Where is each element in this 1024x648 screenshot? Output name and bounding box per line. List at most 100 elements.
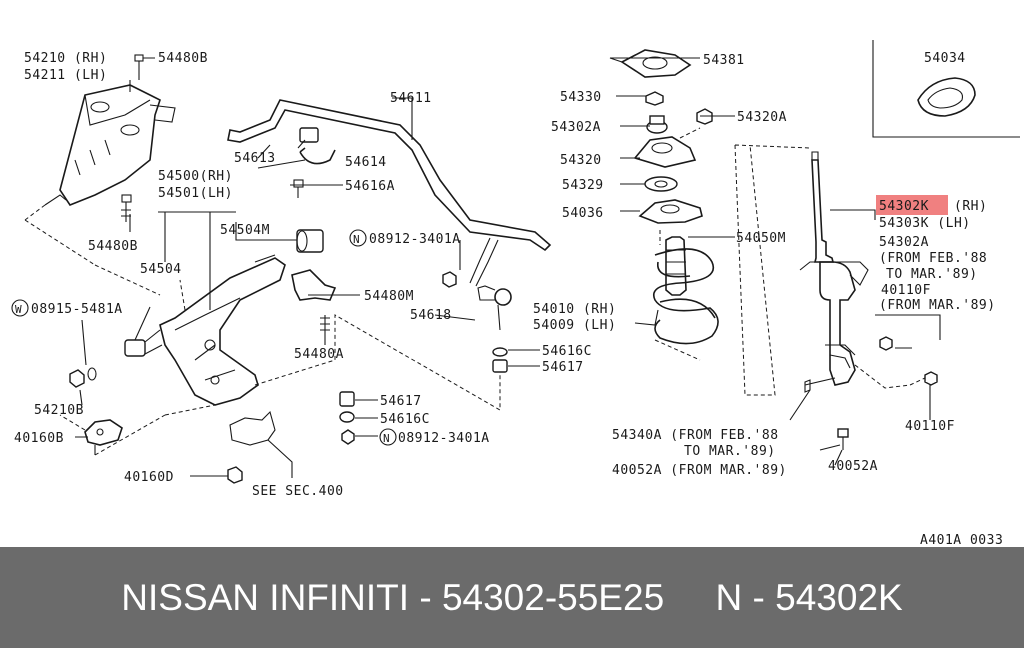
bolt-54616A — [293, 179, 304, 198]
marker-n-2: N — [379, 428, 397, 446]
label-54504M: 54504M — [220, 223, 270, 238]
bushing-54613 — [299, 127, 319, 143]
nut-54330 — [645, 91, 664, 106]
leader-lines — [75, 57, 941, 478]
parts-54617-stack — [339, 391, 355, 445]
dash-strut-nut — [854, 364, 926, 389]
label-54480B-top: 54480B — [158, 51, 208, 66]
bracket-54210 — [44, 84, 176, 206]
label-54010: 54010 (RH) — [533, 302, 616, 317]
label-54501: 54501(LH) — [158, 186, 233, 201]
see-sec-400-part — [229, 410, 276, 446]
bolt-54340A — [804, 377, 849, 450]
svg-text:W: W — [15, 303, 22, 316]
strut-54302K — [799, 151, 869, 386]
seal-54034 — [917, 77, 976, 117]
label-54611: 54611 — [390, 91, 432, 106]
nut-40110F — [879, 336, 938, 386]
label-54320: 54320 — [560, 153, 602, 168]
inset-frame — [872, 40, 1020, 138]
diagram-code: A401A 0033 — [920, 533, 1003, 547]
label-40110F-a: 40110F — [881, 283, 931, 298]
label-40160B: 40160B — [14, 431, 64, 446]
bolt-54480B-bottom — [121, 194, 132, 222]
label-54302K: 54302K — [879, 199, 929, 214]
nut-08912-top — [442, 271, 457, 288]
marker-n-1: N — [349, 229, 367, 247]
label-54340A: 54340A (FROM FEB.'88 — [612, 428, 779, 443]
label-54480B-bottom: 54480B — [88, 239, 138, 254]
nut-54210B — [69, 367, 97, 388]
coil-spring-54010 — [653, 248, 719, 345]
label-54330: 54330 — [560, 90, 602, 105]
lower-arm-54500 — [159, 254, 286, 406]
svg-text:N: N — [383, 432, 390, 445]
label-54616A: 54616A — [345, 179, 395, 194]
label-54616C-bottom: 54616C — [380, 412, 430, 427]
label-54616C-right: 54616C — [542, 344, 592, 359]
seat-54036 — [638, 199, 703, 224]
label-54211: 54211 (LH) — [24, 68, 107, 83]
dash-mount — [679, 127, 701, 139]
parts-diagram: N W N 54210 (RH) 54211 (LH) 54480B 54480… — [11, 40, 1020, 547]
label-54036: 54036 — [562, 206, 604, 221]
stabilizer-bar-54611 — [227, 99, 552, 287]
bolt-54480B-top — [134, 54, 144, 80]
label-40110F-b: 40110F — [905, 419, 955, 434]
label-54617-right: 54617 — [542, 360, 584, 375]
label-40052A-left: 40052A (FROM MAR.'89) — [612, 463, 787, 478]
bushing-54504M — [296, 229, 324, 253]
dash-lower-right — [254, 314, 501, 411]
parts-54616C-54617-right — [492, 347, 508, 373]
highlight-54302K — [876, 195, 948, 215]
label-54340A-b: TO MAR.'89) — [684, 444, 776, 459]
label-54302K-rh: (RH) — [954, 199, 987, 214]
label-08915: 08915-5481A — [31, 302, 123, 317]
mount-54320 — [633, 136, 697, 168]
label-54329: 54329 — [562, 178, 604, 193]
label-54009: 54009 (LH) — [533, 318, 616, 333]
label-54480A: 54480A — [294, 347, 344, 362]
label-54504: 54504 — [140, 262, 182, 277]
label-54617-bottom: 54617 — [380, 394, 422, 409]
dash-spring — [654, 230, 701, 361]
nut-40160D — [227, 466, 243, 484]
bearing-54329 — [644, 176, 678, 192]
svg-text:N: N — [353, 233, 360, 246]
label-54614: 54614 — [345, 155, 387, 170]
insulator-54381 — [620, 49, 692, 78]
label-54500: 54500(RH) — [158, 169, 233, 184]
label-54302A-top: 54302A — [551, 120, 601, 135]
label-54618: 54618 — [410, 308, 452, 323]
label-to-mar89: TO MAR.'89) — [886, 267, 978, 282]
label-08912-a: 08912-3401A — [369, 232, 461, 247]
bolt-54480A — [320, 315, 330, 340]
dash-bracket — [24, 204, 161, 296]
label-54210B: 54210B — [34, 403, 84, 418]
dash-strut-group — [734, 144, 811, 396]
clamp-54614 — [299, 147, 336, 165]
label-from-mar89: (FROM MAR.'89) — [879, 298, 996, 313]
label-54613: 54613 — [234, 151, 276, 166]
label-54480M: 54480M — [364, 289, 414, 304]
dash-lower-left — [59, 404, 216, 456]
label-54210: 54210 (RH) — [24, 51, 107, 66]
footer-bar: NISSAN INFINITI - 54302-55E25 N - 54302K — [0, 547, 1024, 648]
label-54381: 54381 — [703, 53, 745, 68]
label-54303K: 54303K (LH) — [879, 216, 971, 231]
label-54320A: 54320A — [737, 110, 787, 125]
label-from-feb88: (FROM FEB.'88 — [879, 251, 987, 266]
dash-arm — [179, 279, 186, 311]
link-54618 — [477, 285, 512, 331]
bushing-54504 — [124, 329, 163, 357]
bushing-54302A — [646, 115, 668, 134]
footer-part-number: NISSAN INFINITI - 54302-55E25 N - 54302K — [121, 577, 903, 618]
label-54302A: 54302A — [879, 235, 929, 250]
label-54034: 54034 — [924, 51, 966, 66]
label-40160D: 40160D — [124, 470, 174, 485]
bracket-40160B — [84, 419, 123, 455]
marker-w: W — [11, 299, 29, 317]
bumper-54050M — [665, 236, 687, 296]
label-see-sec-400: SEE SEC.400 — [252, 484, 344, 499]
